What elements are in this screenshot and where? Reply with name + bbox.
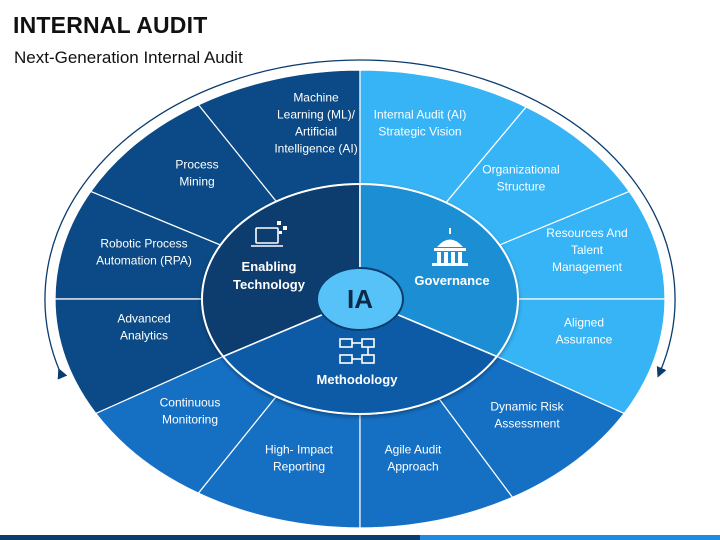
page-subtitle: Next-Generation Internal Audit [14, 48, 243, 67]
workflow-icon [339, 338, 375, 364]
center-label: IA [347, 284, 373, 314]
pillar-label-methodology: Methodology [317, 372, 399, 387]
footer-bar-light [420, 535, 720, 540]
center-badge [316, 267, 404, 331]
government-building-icon [432, 228, 468, 266]
computer-icon [251, 221, 287, 247]
footer-bar-dark [0, 535, 420, 540]
segment-label: Internal Audit (AI)Strategic Vision [374, 108, 467, 139]
pillar-ring-border [201, 183, 519, 415]
page-title: INTERNAL AUDIT [13, 12, 208, 38]
pillar-label-governance: Governance [414, 273, 489, 288]
footer-bar [0, 535, 720, 540]
cycle-arrow-path [44, 59, 676, 380]
